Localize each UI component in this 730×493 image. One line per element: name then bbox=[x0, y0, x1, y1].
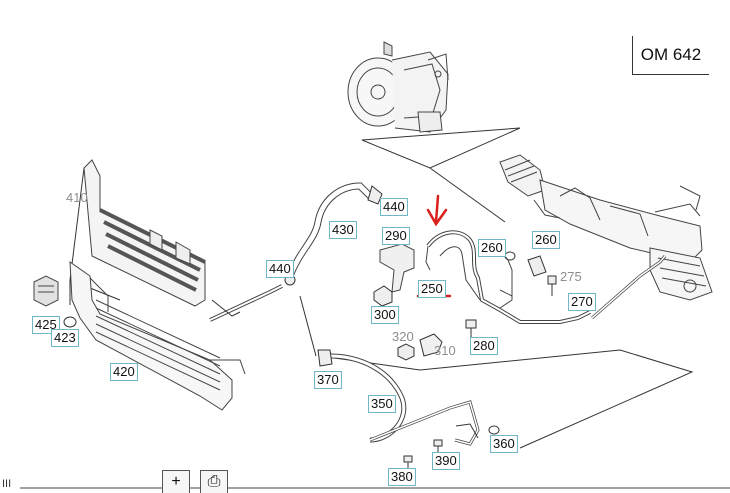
o-ring-423 bbox=[63, 316, 77, 328]
callout-420[interactable]: 420 bbox=[110, 363, 138, 381]
print-button[interactable]: ⎙ bbox=[200, 470, 228, 493]
pump-leader-lines bbox=[361, 127, 521, 169]
callout-260-right[interactable]: 260 bbox=[532, 231, 560, 249]
nut-320 bbox=[397, 343, 415, 361]
union-260 bbox=[527, 255, 547, 277]
bracket-310 bbox=[419, 333, 443, 357]
callout-350[interactable]: 350 bbox=[368, 395, 396, 413]
callout-430[interactable]: 430 bbox=[329, 221, 357, 239]
steering-gear bbox=[499, 154, 713, 301]
callout-360[interactable]: 360 bbox=[490, 435, 518, 453]
nut-300 bbox=[373, 285, 393, 307]
print-icon: ⎙ bbox=[207, 473, 221, 490]
bolt-275 bbox=[547, 275, 557, 296]
callout-300[interactable]: 300 bbox=[371, 306, 399, 324]
o-ring-360 bbox=[488, 425, 500, 435]
power-steering-pump bbox=[347, 41, 449, 133]
callout-280[interactable]: 280 bbox=[470, 337, 498, 355]
cooler-upper bbox=[83, 159, 206, 307]
plus-icon: + bbox=[171, 473, 181, 490]
bracket-290 bbox=[379, 243, 415, 293]
callout-370[interactable]: 370 bbox=[314, 371, 342, 389]
callout-440[interactable]: 440 bbox=[380, 198, 408, 216]
engine-code-label: OM 642 bbox=[640, 45, 702, 64]
callout-423[interactable]: 423 bbox=[51, 329, 79, 347]
o-ring-260 bbox=[504, 251, 516, 261]
leader-frame-lower bbox=[319, 349, 694, 449]
bottom-toolbar bbox=[0, 468, 730, 491]
callout-290[interactable]: 290 bbox=[382, 227, 410, 245]
toolbar-baseline bbox=[20, 487, 730, 489]
callout-275[interactable]: 275 bbox=[560, 269, 582, 284]
zoom-in-button[interactable]: + bbox=[162, 470, 190, 493]
callout-270[interactable]: 270 bbox=[568, 293, 596, 311]
callout-380[interactable]: 380 bbox=[388, 468, 416, 486]
callout-320[interactable]: 320 bbox=[392, 329, 414, 344]
callout-310[interactable]: 310 bbox=[434, 343, 456, 358]
clip-part-425 bbox=[33, 275, 59, 307]
callout-390[interactable]: 390 bbox=[432, 452, 460, 470]
callout-250[interactable]: 250 bbox=[418, 280, 446, 298]
callout-410[interactable]: 410 bbox=[66, 190, 88, 205]
scroll-handle-icon[interactable]: III bbox=[2, 478, 12, 490]
engine-code-box: OM 642 bbox=[632, 36, 709, 75]
cooler-lower bbox=[69, 261, 246, 411]
callout-440-left[interactable]: 440 bbox=[266, 260, 294, 278]
callout-260[interactable]: 260 bbox=[478, 239, 506, 257]
pressure-line-250 bbox=[425, 230, 591, 324]
